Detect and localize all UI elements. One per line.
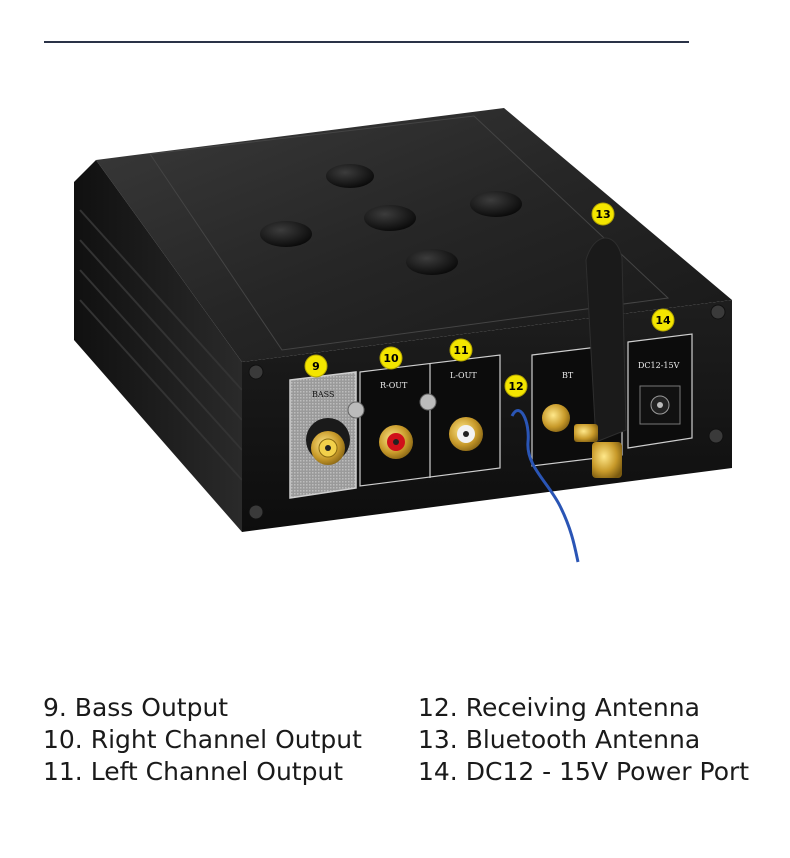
receiving-antenna-wire: [510, 409, 580, 563]
top-divider-line: [44, 41, 689, 43]
control-buttons: [260, 164, 522, 275]
legend-item-bluetooth-antenna: 13. Bluetooth Antenna: [418, 725, 701, 754]
legend-item-right-channel: 10. Right Channel Output: [43, 725, 362, 754]
svg-text:12: 12: [508, 380, 523, 393]
bluetooth-antenna: [574, 237, 627, 478]
svg-text:13: 13: [595, 208, 610, 221]
r-out-label: R-OUT: [380, 381, 408, 390]
svg-text:14: 14: [655, 314, 671, 327]
device-top-surface: [96, 108, 732, 362]
device-photo: BASS R-OUT L-OUT BT DC12-15V: [74, 108, 732, 563]
callout-11: 11: [449, 338, 473, 362]
bass-label: BASS: [312, 390, 334, 399]
legend-item-left-channel: 11. Left Channel Output: [43, 757, 344, 786]
legend-item-bass-output: 9. Bass Output: [43, 693, 229, 722]
bt-label: BT: [562, 371, 574, 380]
dc-power-block: DC12-15V: [627, 333, 693, 449]
legend-item-power-port: 14. DC12 - 15V Power Port: [418, 757, 750, 786]
l-out-label: L-OUT: [450, 371, 477, 380]
callout-9: 9: [304, 354, 328, 378]
legend-column-left: 9. Bass Output 10. Right Channel Output …: [43, 692, 362, 788]
rca-output-block: R-OUT L-OUT: [347, 354, 501, 487]
device-left-side: [74, 160, 243, 532]
legend-column-right: 12. Receiving Antenna 13. Bluetooth Ante…: [418, 692, 749, 788]
callout-14: 14: [651, 308, 675, 332]
legend-item-receiving-antenna: 12. Receiving Antenna: [418, 693, 700, 722]
callout-12: 12: [504, 374, 528, 398]
dc-label: DC12-15V: [638, 361, 680, 370]
svg-text:10: 10: [383, 352, 399, 365]
svg-text:9: 9: [312, 360, 320, 373]
bass-output-jack: BASS: [289, 371, 357, 499]
callout-13: 13: [591, 202, 615, 226]
callout-10: 10: [379, 346, 403, 370]
svg-text:11: 11: [453, 344, 468, 357]
